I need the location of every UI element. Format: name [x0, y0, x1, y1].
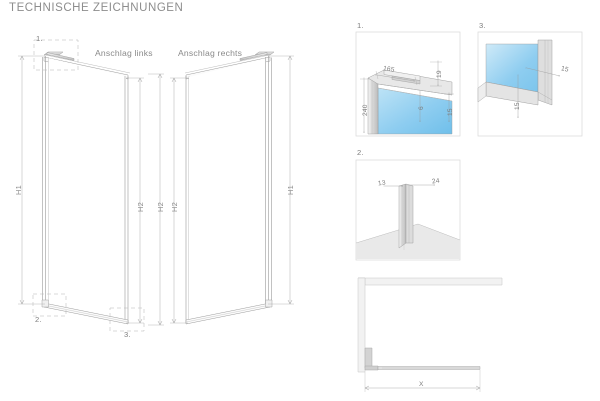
callout-2-left-view: 2.: [35, 315, 42, 324]
detail-3-number: 3.: [479, 21, 486, 30]
dimension-h2-right-view: H2: [170, 202, 179, 212]
detail-1-dim-6: 6: [418, 106, 425, 110]
right-view-label: Anschlag rechts: [178, 48, 243, 58]
page-title: TECHNISCHE ZEICHNUNGEN: [9, 2, 184, 14]
plan-view-geometry: [356, 276, 574, 394]
dimension-h2-left-view-inner: H2: [136, 202, 145, 212]
detail-2-dim-13: 13: [377, 179, 387, 188]
detail-1-dim-240: 240: [362, 104, 369, 116]
dimension-h1-left-view: H1: [14, 185, 23, 195]
detail-1-dim-19: 19: [436, 70, 443, 78]
detail-3-dim-15-horizontal: 15: [560, 65, 570, 74]
detail-2-geometry: [355, 159, 461, 261]
detail-1-dim-15: 15: [447, 108, 454, 116]
callout-1-left-view: 1.: [36, 34, 43, 43]
detail-2-number: 2.: [357, 148, 364, 157]
detail-1-geometry: [355, 31, 461, 137]
right-view-geometry: [170, 51, 294, 325]
dimension-h1-right-view: H1: [286, 185, 295, 195]
detail-3-geometry: [477, 31, 583, 137]
left-view-geometry: [18, 39, 164, 332]
callout-3-left-view: 3.: [124, 330, 131, 339]
left-view-label: Anschlag links: [95, 48, 153, 58]
detail-3-dim-15-vertical: 15: [514, 102, 521, 110]
plan-view-dim-x: X: [419, 381, 424, 388]
detail-1-number: 1.: [357, 21, 364, 30]
dimension-h2-left-view-outer: H2: [156, 202, 165, 212]
detail-2-dim-24: 24: [431, 177, 441, 186]
